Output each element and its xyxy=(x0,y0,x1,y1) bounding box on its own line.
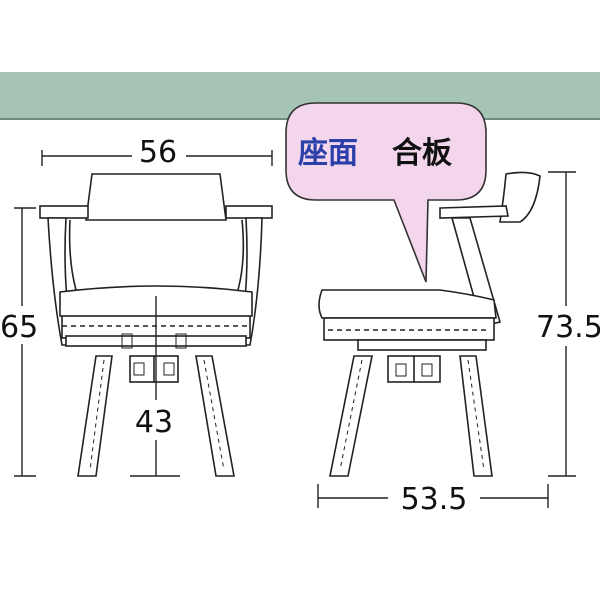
front-width-label: 56 xyxy=(139,135,177,170)
front-left-arm xyxy=(39,205,89,219)
side-depth-label: 53.5 xyxy=(401,482,468,517)
side-dimensions xyxy=(317,171,576,508)
callout-term-seat: 座面 xyxy=(298,136,358,171)
seat-height-label: 43 xyxy=(135,405,173,440)
front-backrest xyxy=(85,173,227,221)
side-arm xyxy=(439,205,509,219)
side-height-label: 73.5 xyxy=(536,310,600,345)
front-height-label: 65 xyxy=(0,310,38,345)
callout-bubble xyxy=(285,102,487,283)
front-right-leg xyxy=(195,355,235,477)
callout-term-plywood: 合板 xyxy=(392,136,452,171)
side-backrest xyxy=(499,171,541,223)
front-dimensions xyxy=(14,150,273,477)
side-seat-frame xyxy=(323,317,495,341)
side-view xyxy=(318,171,541,477)
side-seat-cushion xyxy=(318,289,497,319)
front-right-arm xyxy=(225,205,273,219)
front-left-leg xyxy=(77,355,113,477)
